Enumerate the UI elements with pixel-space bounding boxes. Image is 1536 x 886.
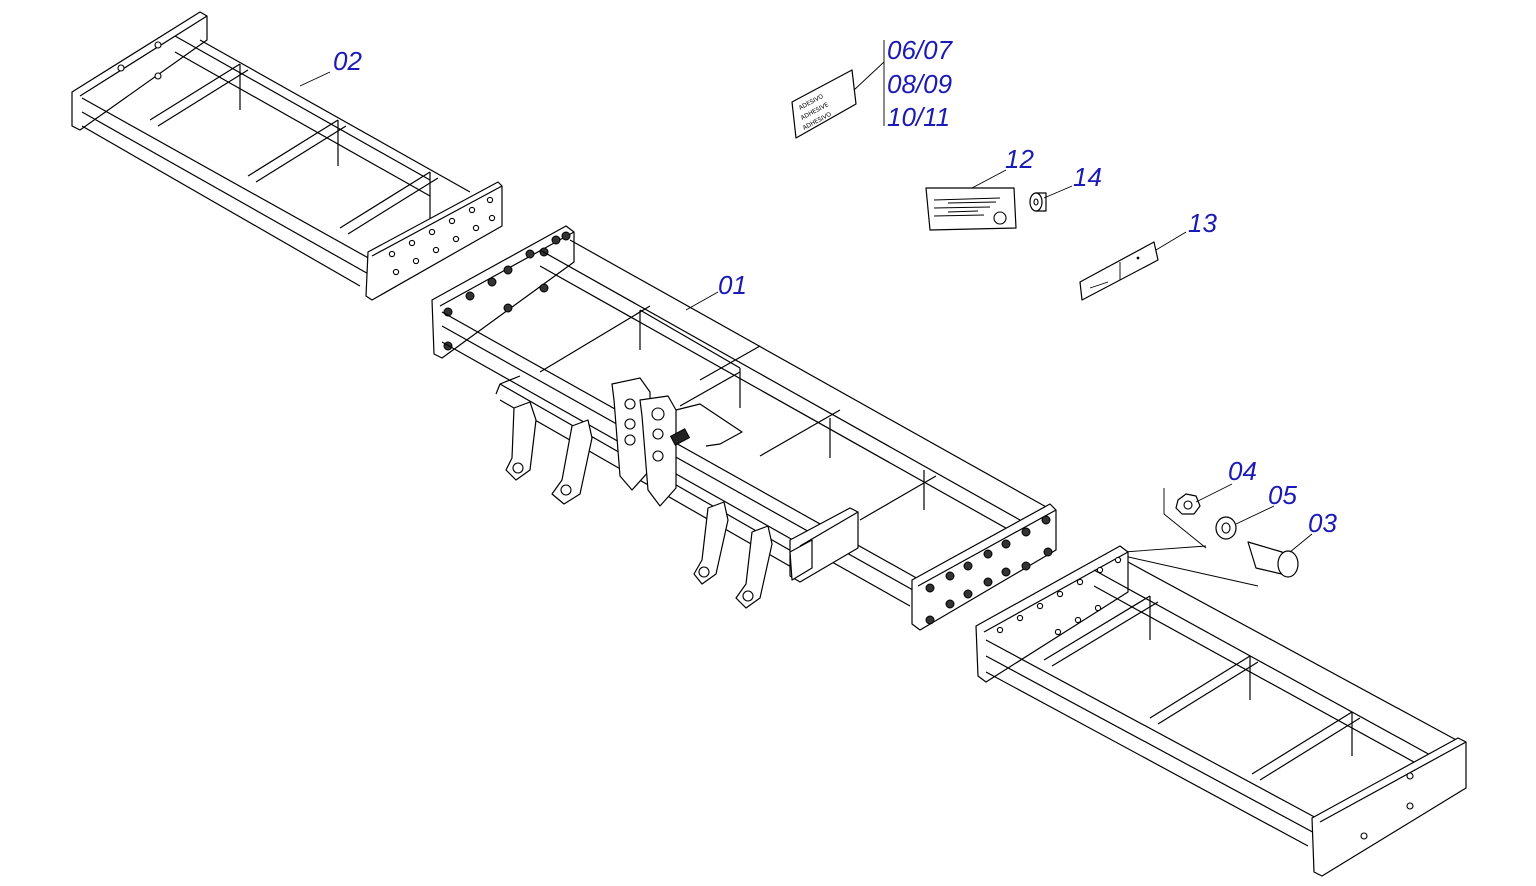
part-12-identification-plate [925,187,1017,231]
leader-13 [1155,231,1187,251]
callout-01[interactable]: 01 [718,270,747,300]
part-02-left-extension-frame [71,11,503,301]
part-14-rivet [1029,192,1047,212]
part-02-flange-holes [388,196,496,276]
leader-06-11 [853,40,885,126]
leader-02 [299,71,331,87]
callout-03[interactable]: 03 [1308,508,1337,538]
part-01-right-flange-bolts [925,515,1053,625]
leader-05 [1235,505,1275,525]
right-frame-flange-holes [996,556,1122,636]
callout-08-09[interactable]: 08/09 [887,69,953,99]
callout-13[interactable]: 13 [1188,208,1217,238]
leader-12 [971,169,1007,189]
callout-04[interactable]: 04 [1228,456,1257,486]
part-06-11-decal: ADESIVO ADHESIVE ADHESIVO [791,69,857,139]
part-04-nut [1175,493,1201,515]
callout-06-07[interactable]: 06/07 [887,35,953,65]
part-01-central-frame [431,225,1057,631]
leader-04 [1195,483,1233,503]
callout-12[interactable]: 12 [1005,144,1034,174]
part-02-right-extension-frame [975,545,1467,877]
leader-14 [1043,185,1073,199]
leader-bolt-assembly [1123,488,1259,587]
callout-14[interactable]: 14 [1073,162,1102,192]
part-13-reflector-strip [1079,241,1159,301]
callout-05[interactable]: 05 [1268,480,1297,510]
callout-10-11[interactable]: 10/11 [887,102,951,132]
leader-03 [1289,533,1313,553]
callout-02[interactable]: 02 [333,46,362,76]
leader-01 [685,291,719,311]
part-03-bolt [1247,541,1299,578]
part-05-washer [1215,516,1237,540]
